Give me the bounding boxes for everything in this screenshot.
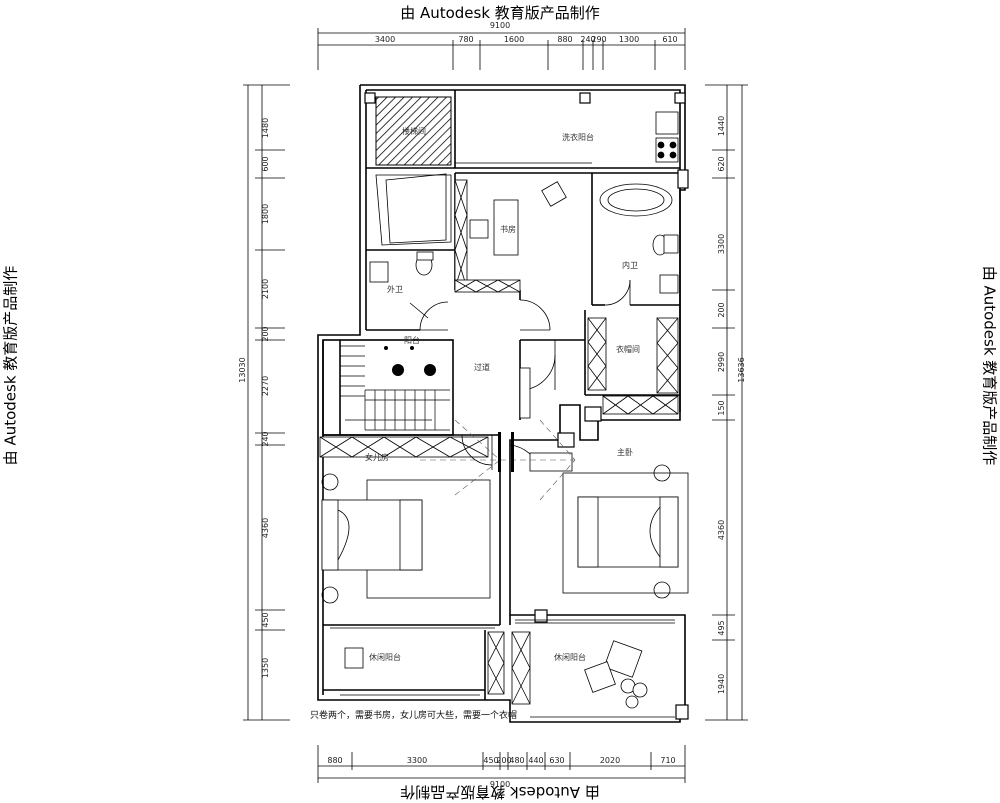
dim-right-total: 13636 [737, 357, 746, 382]
dim-left-6: 2270 [261, 376, 270, 396]
room-study: 书房 [500, 224, 516, 234]
room-inner-wc: 内卫 [622, 260, 638, 270]
dim-top-6: 290 [591, 35, 606, 44]
room-leisure-balcony-right: 休闲阳台 [554, 652, 586, 662]
room-balcony-laundry: 洗衣阳台 [562, 132, 594, 142]
ceiling-lights [384, 346, 436, 376]
dim-right-9: 1940 [717, 674, 726, 694]
dim-right-8: 495 [717, 620, 726, 635]
dim-left-3: 1800 [261, 204, 270, 224]
dim-right-3: 3300 [717, 234, 726, 254]
dim-right-7: 4360 [717, 520, 726, 540]
staircase [340, 346, 450, 430]
dim-right-5: 2990 [717, 352, 726, 372]
dimension-right [705, 85, 748, 720]
design-note: 只卷两个，需要书房，女儿房可大些，需要一个衣帽 [310, 709, 517, 721]
dim-bottom-6: 440 [528, 756, 543, 765]
dim-left-total: 13030 [238, 357, 247, 382]
room-balcony-small: 阳台 [404, 335, 420, 345]
dim-bottom-9: 710 [660, 756, 675, 765]
dim-left-7: 240 [261, 431, 270, 446]
room-leisure-balcony-left: 休闲阳台 [369, 652, 401, 662]
dim-left-8: 4360 [261, 518, 270, 538]
room-master: 主卧 [617, 447, 633, 457]
room-closet: 衣帽间 [616, 344, 640, 354]
dim-right-6: 150 [717, 400, 726, 415]
dim-left-9: 450 [261, 612, 270, 627]
dim-right-2: 620 [717, 156, 726, 171]
dim-top-4: 880 [557, 35, 572, 44]
dim-top-total: 9100 [490, 21, 510, 30]
room-outer-wc: 外卫 [387, 284, 403, 294]
dim-top-3: 1600 [504, 35, 524, 44]
dim-bottom-total: 9100 [490, 780, 510, 789]
room-stair-void: 楼梯间 [402, 126, 426, 136]
wall-bar-right [511, 432, 514, 472]
dim-bottom-8: 2020 [600, 756, 620, 765]
dim-bottom-7: 630 [549, 756, 564, 765]
wall-bar-left [498, 432, 501, 472]
dim-left-5: 200 [261, 326, 270, 341]
dim-right-4: 200 [717, 302, 726, 317]
dim-bottom-2: 3300 [407, 756, 427, 765]
dim-left-1: 1480 [261, 118, 270, 138]
dim-bottom-1: 880 [327, 756, 342, 765]
dim-left-4: 2100 [261, 279, 270, 299]
room-daughter: 女儿房 [365, 452, 389, 462]
dim-right-1: 1440 [717, 116, 726, 136]
dim-bottom-5: 480 [509, 756, 524, 765]
room-corridor: 过道 [474, 362, 490, 372]
dim-left-2: 600 [261, 156, 270, 171]
dim-top-2: 780 [458, 35, 473, 44]
dim-left-10: 1350 [261, 658, 270, 678]
ceiling-dash-lines [420, 420, 575, 500]
dim-top-8: 610 [662, 35, 677, 44]
dim-top-7: 1300 [619, 35, 639, 44]
dim-top-1: 3400 [375, 35, 395, 44]
